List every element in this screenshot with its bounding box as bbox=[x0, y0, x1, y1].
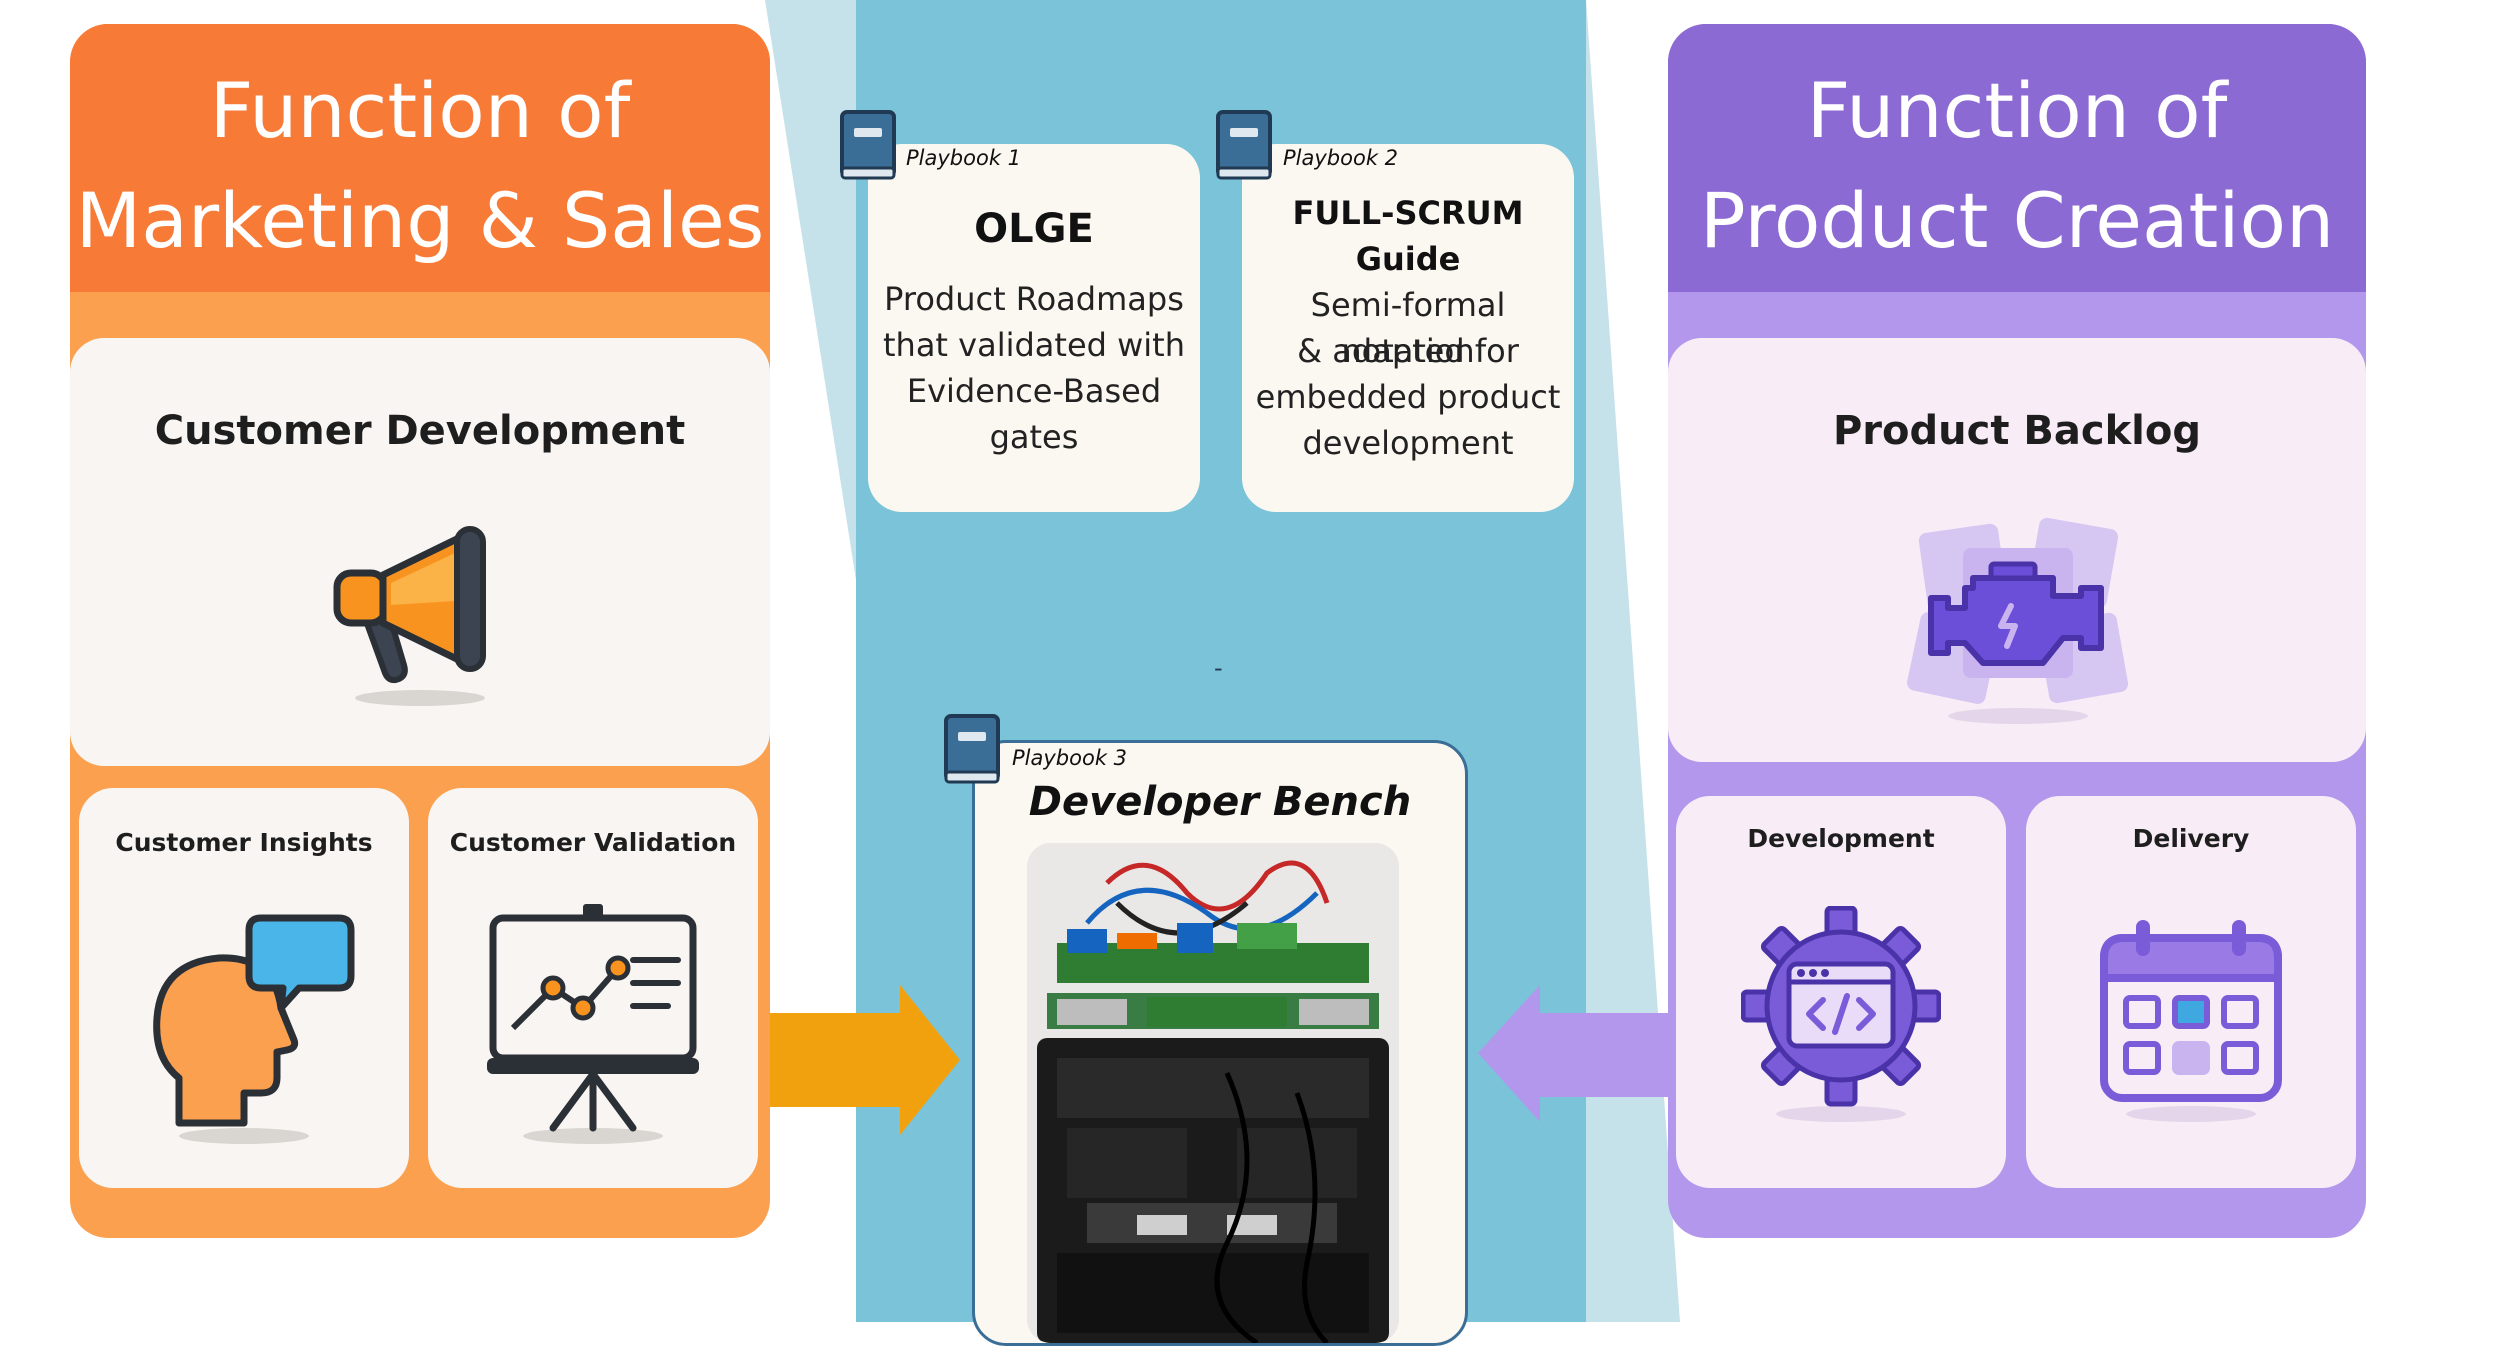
engine-icon bbox=[1907, 517, 2129, 724]
arrow-right-orange bbox=[765, 985, 960, 1135]
playbook-1-title: OLGE bbox=[974, 206, 1094, 252]
playbook-1-line-2: that validated with bbox=[882, 326, 1185, 364]
product-backlog-title: Product Backlog bbox=[1832, 408, 2201, 454]
book-icon bbox=[944, 714, 1000, 784]
playbook-2-card: FULL-SCRUM Guide Semi-formal notation & … bbox=[1242, 144, 1574, 512]
left-light-wedge bbox=[765, 0, 856, 580]
arrow-left-purple bbox=[1478, 985, 1672, 1122]
customer-development-title: Customer Development bbox=[154, 408, 686, 454]
playbook-2-label: Playbook 2 bbox=[1283, 146, 1399, 170]
customer-insights-title: Customer Insights bbox=[115, 828, 373, 857]
product-creation-column: Function of Product Creation Product Bac… bbox=[1668, 24, 2366, 1238]
book-icon bbox=[840, 110, 896, 180]
developer-bench-illustration bbox=[1027, 843, 1399, 1343]
playbook-2-line-4: development bbox=[1302, 424, 1514, 462]
megaphone-icon bbox=[333, 526, 486, 706]
customer-validation-card: Customer Validation bbox=[428, 788, 758, 1188]
playbook-2-line-3: embedded product bbox=[1255, 378, 1561, 416]
marketing-sales-header: Function of Marketing & Sales bbox=[70, 24, 770, 292]
customer-validation-title: Customer Validation bbox=[449, 828, 737, 857]
playbook-1-line-3: Evidence-Based gates bbox=[906, 372, 1162, 456]
playbook-3-title: Developer Bench bbox=[1028, 779, 1412, 825]
playbook-1-line-1: Product Roadmaps bbox=[884, 280, 1184, 318]
marketing-title-line1: Function of bbox=[209, 66, 631, 155]
product-title-line1: Function of bbox=[1806, 66, 2228, 155]
book-icon bbox=[1216, 110, 1272, 180]
delivery-title: Delivery bbox=[2132, 824, 2250, 853]
playbook-2-title-line2: Guide bbox=[1355, 240, 1461, 278]
right-light-wedge bbox=[1586, 0, 1680, 1322]
playbook-1-card: OLGE Product Roadmaps that validated wit… bbox=[868, 144, 1200, 512]
development-title: Development bbox=[1747, 824, 1935, 853]
playbook-3-label: Playbook 3 bbox=[1012, 746, 1128, 770]
customer-insights-card: Customer Insights bbox=[79, 788, 409, 1188]
playbook-2-title-line1: FULL-SCRUM bbox=[1292, 194, 1524, 232]
head-speech-bubble-icon bbox=[153, 914, 355, 1144]
playbook-2-line-2: & adapted for bbox=[1297, 332, 1519, 370]
product-backlog-card: Product Backlog bbox=[1668, 338, 2366, 762]
calendar-icon bbox=[2100, 920, 2282, 1122]
presentation-chart-icon bbox=[487, 904, 699, 1144]
product-creation-header: Function of Product Creation bbox=[1668, 24, 2366, 292]
marketing-title-line2: Marketing & Sales bbox=[75, 176, 765, 265]
center-dash: - bbox=[1214, 654, 1223, 682]
customer-development-card: Customer Development bbox=[70, 338, 770, 766]
playbook-1-label: Playbook 1 bbox=[906, 146, 1022, 170]
gear-code-icon bbox=[1741, 906, 1941, 1122]
marketing-sales-column: Function of Marketing & Sales Customer D… bbox=[70, 24, 770, 1238]
playbook-3-card: Developer Bench bbox=[972, 740, 1468, 1346]
playbook-2-line-1: Semi-formal notation bbox=[1310, 286, 1506, 370]
development-card: Development bbox=[1676, 796, 2006, 1188]
developer-bench-photo bbox=[1027, 843, 1399, 1343]
product-title-line2: Product Creation bbox=[1699, 176, 2335, 265]
delivery-card: Delivery bbox=[2026, 796, 2356, 1188]
